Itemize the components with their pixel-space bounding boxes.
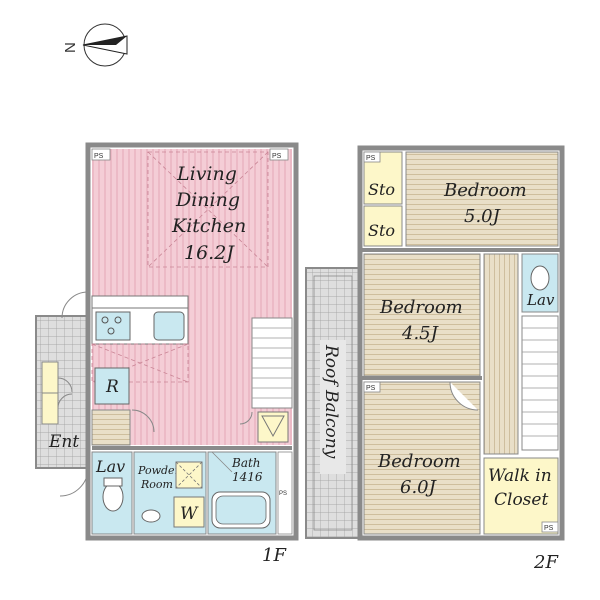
- ps-label: PS: [366, 385, 376, 392]
- ldk-label-line2: Dining: [175, 189, 240, 211]
- bedroom-6j-label-line1: Bedroom: [377, 451, 461, 472]
- sink: [153, 311, 185, 341]
- floor2-plan: Roof Balcony PS Sto Sto Bedroom 5.0J Bed…: [305, 145, 565, 573]
- toilet-icon: [102, 482, 124, 512]
- toilet-icon: [530, 265, 550, 291]
- floor2-label: 2F: [533, 552, 559, 573]
- hall-floor: [91, 409, 131, 446]
- stove: [95, 311, 131, 341]
- bedroom-6j-label-line2: 6.0J: [400, 477, 438, 498]
- staircase-1f: [251, 317, 293, 409]
- bedroom-5j: [405, 151, 559, 247]
- cupboard: [91, 343, 189, 383]
- floor1-label: 1F: [262, 545, 287, 566]
- entrance-label: Ent: [48, 432, 79, 452]
- compass: N: [62, 23, 128, 67]
- ldk-label-line4: 16.2J: [184, 242, 235, 264]
- powder-room-label-line2: Room: [140, 478, 173, 491]
- lavatory-label: Lav: [95, 457, 125, 476]
- lavatory-2f-label: Lav: [526, 291, 555, 309]
- closet-label-line2: Closet: [494, 490, 548, 510]
- bath-label-line2: 1416: [232, 470, 263, 484]
- washing-machine: [173, 496, 205, 528]
- ps-label: PS: [272, 153, 282, 160]
- bedroom-5j-label-line2: 5.0J: [464, 206, 502, 227]
- staircase-2f: [521, 315, 559, 451]
- bedroom-4-5j-label-line1: Bedroom: [379, 297, 463, 318]
- skylight: [147, 151, 269, 268]
- hallway-2f: [483, 253, 519, 455]
- kitchen-back-panel: [91, 295, 189, 309]
- bedroom-5j-label-line1: Bedroom: [443, 180, 527, 201]
- storage-1-label: Sto: [368, 180, 395, 199]
- powder-room-label-line1: Powder: [137, 464, 181, 477]
- ps-label: PS: [279, 491, 287, 497]
- storage-room-2: [363, 205, 403, 247]
- bedroom-4-5j: [363, 253, 481, 377]
- ldk-label-line3: Kitchen: [171, 215, 246, 237]
- refrigerator-label: R: [105, 377, 119, 397]
- ps-label: PS: [366, 155, 376, 162]
- floor1-plan: Ent Living Dining Kitchen 16.2J PS PS PS: [35, 142, 299, 566]
- storage-2-label: Sto: [368, 221, 395, 240]
- washer-label: W: [180, 504, 199, 524]
- ldk-label-line1: Living: [176, 163, 237, 185]
- walk-in-closet: [483, 457, 559, 535]
- ps-label: PS: [544, 525, 554, 532]
- refrigerator: [94, 367, 130, 405]
- compass-north-label: N: [62, 42, 79, 53]
- bath-label-line1: Bath: [231, 456, 261, 470]
- wash-basin-icon: [141, 509, 161, 523]
- ps-label: PS: [94, 153, 104, 160]
- bedroom-4-5j-label-line2: 4.5J: [401, 323, 440, 344]
- balcony-label: Roof Balcony: [321, 344, 341, 459]
- bedroom-6j: [363, 381, 481, 535]
- closet-label-line1: Walk in: [488, 466, 552, 486]
